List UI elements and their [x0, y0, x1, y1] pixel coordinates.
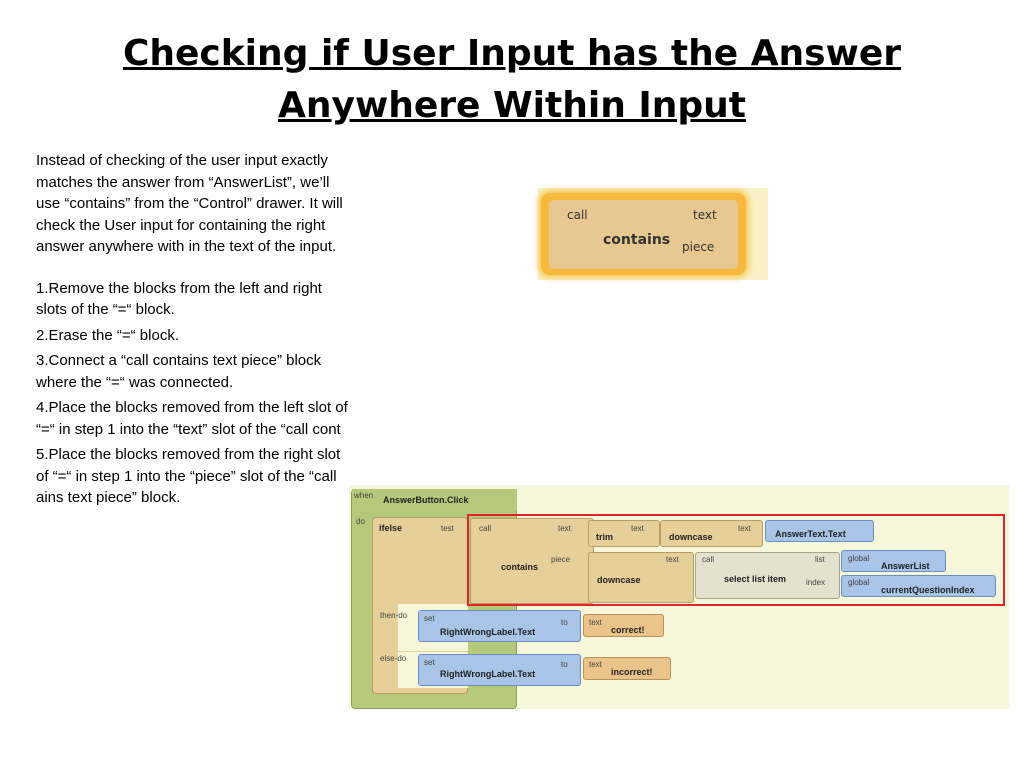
current-index-block: [841, 575, 996, 597]
contains-text-label: text: [693, 208, 717, 222]
correct-label: correct!: [611, 625, 645, 635]
step-item: 2.Erase the “=“ block.: [36, 326, 179, 344]
current-index-label: currentQuestionIndex: [881, 585, 975, 595]
label-text-2: RightWrongLabel.Text: [440, 669, 536, 679]
downcase-label-2: downcase: [597, 575, 641, 585]
answer-list-label: AnswerList: [881, 561, 930, 571]
step-item: 3.Connect a “call contains text piece” b…: [36, 352, 322, 391]
set-label: set: [424, 614, 435, 623]
slide-title: Checking if User Input has the Answer An…: [40, 28, 984, 132]
set-label-2: set: [424, 658, 435, 667]
downcase-block: [660, 520, 763, 547]
incorrect-text-label: text: [589, 660, 602, 669]
set-label-block-1: [418, 610, 581, 642]
list-label: list: [815, 555, 825, 564]
incorrect-label: incorrect!: [611, 667, 653, 677]
call-label-2: call: [702, 555, 715, 564]
test-label: test: [441, 524, 454, 533]
call-label: call: [479, 524, 492, 533]
do-label: do: [356, 517, 365, 526]
downcase-block-2: [588, 552, 694, 603]
trim-label: trim: [596, 532, 614, 542]
ifelse-label: ifelse: [379, 523, 403, 533]
contains-block: call contains text piece: [549, 200, 738, 269]
incorrect-text-block: [583, 657, 671, 680]
trim-block: [588, 520, 660, 547]
index-label: index: [806, 578, 826, 587]
steps-list: 1.Remove the blocks from the left and ri…: [36, 278, 354, 509]
event-block-header: [352, 489, 517, 511]
select-list-item-label: select list item: [724, 574, 787, 584]
answer-text-block: [765, 520, 874, 542]
downcase-text-label: text: [738, 524, 751, 533]
downcase-label: downcase: [669, 532, 713, 542]
contains-piece-label: piece: [682, 240, 715, 254]
answer-text-label: AnswerText.Text: [775, 529, 846, 539]
contains-name-label: contains: [603, 232, 671, 248]
answer-list-block: [841, 550, 946, 572]
highlight-box: [467, 514, 1005, 606]
global-label: global: [848, 554, 870, 563]
step-item: 4.Place the blocks removed from the left…: [36, 399, 348, 438]
downcase2-text-label: text: [666, 555, 679, 564]
global-label-2: global: [848, 578, 870, 587]
intro-paragraph: Instead of checking of the user input ex…: [36, 152, 343, 255]
then-do-label: then-do: [380, 611, 408, 620]
set-label-block-2: [418, 654, 581, 686]
text-slot-label: text: [558, 524, 571, 533]
piece-slot-label: piece: [551, 555, 571, 564]
when-label: when: [354, 491, 374, 500]
title-line-2: Anywhere Within Input: [278, 85, 746, 126]
to-label: to: [561, 618, 568, 627]
step-item: 1.Remove the blocks from the left and ri…: [36, 279, 322, 319]
else-do-label: else-do: [380, 654, 407, 663]
step-item: 5.Place the blocks removed from the righ…: [36, 446, 341, 506]
contains-call-label: call: [567, 208, 588, 222]
instruction-text: Instead of checking of the user input ex…: [36, 150, 354, 513]
trim-text-label: text: [631, 524, 644, 533]
correct-text-label: text: [589, 618, 602, 627]
label-text-1: RightWrongLabel.Text: [440, 627, 536, 637]
event-name: AnswerButton.Click: [383, 495, 469, 505]
correct-text-block: [583, 614, 664, 637]
title-line-1: Checking if User Input has the Answer: [122, 33, 902, 74]
select-list-item-block: [695, 552, 840, 599]
contains-label: contains: [501, 562, 539, 572]
to-label-2: to: [561, 660, 568, 669]
